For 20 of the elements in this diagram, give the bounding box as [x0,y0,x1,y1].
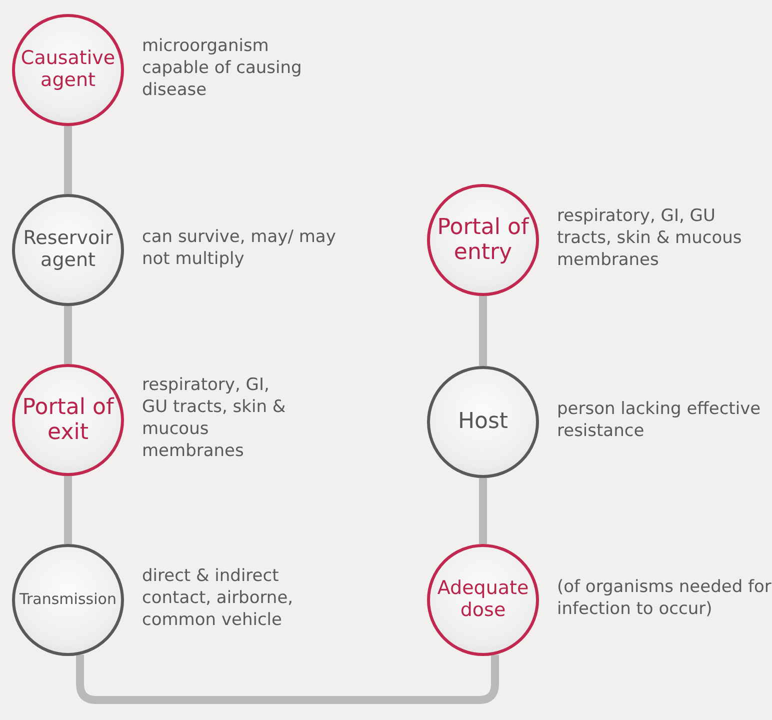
description-text: person lacking effective resistance [557,398,762,442]
description-text: (of organisms needed for infection to occur) [557,576,772,620]
connector-line [64,476,72,544]
node-label: Portal of exit [21,394,116,446]
connector-line [479,478,487,544]
description-text: microorganism capable of causing disease [142,34,303,102]
connector-line [64,306,72,364]
node-label: Reservoir agent [22,228,114,272]
description-text: respiratory, GI, GU tracts, skin & mucous membranes [142,374,287,462]
description-text: direct & indirect contact, airborne, common vehicle [142,564,294,632]
description-text: respiratory, GI, GU tracts, skin & mucous membranes [557,204,743,272]
node-label: Transmission [18,591,118,609]
node-label: Causative agent [20,48,116,92]
node-label: Portal of entry [436,214,530,266]
node-label: Adequate dose [436,578,530,622]
connector-line [479,296,487,366]
connector-line [76,654,499,704]
description-text: can survive, may/ may not multiply [142,226,337,270]
node-label: Host [456,409,510,435]
connector-line [64,126,72,194]
